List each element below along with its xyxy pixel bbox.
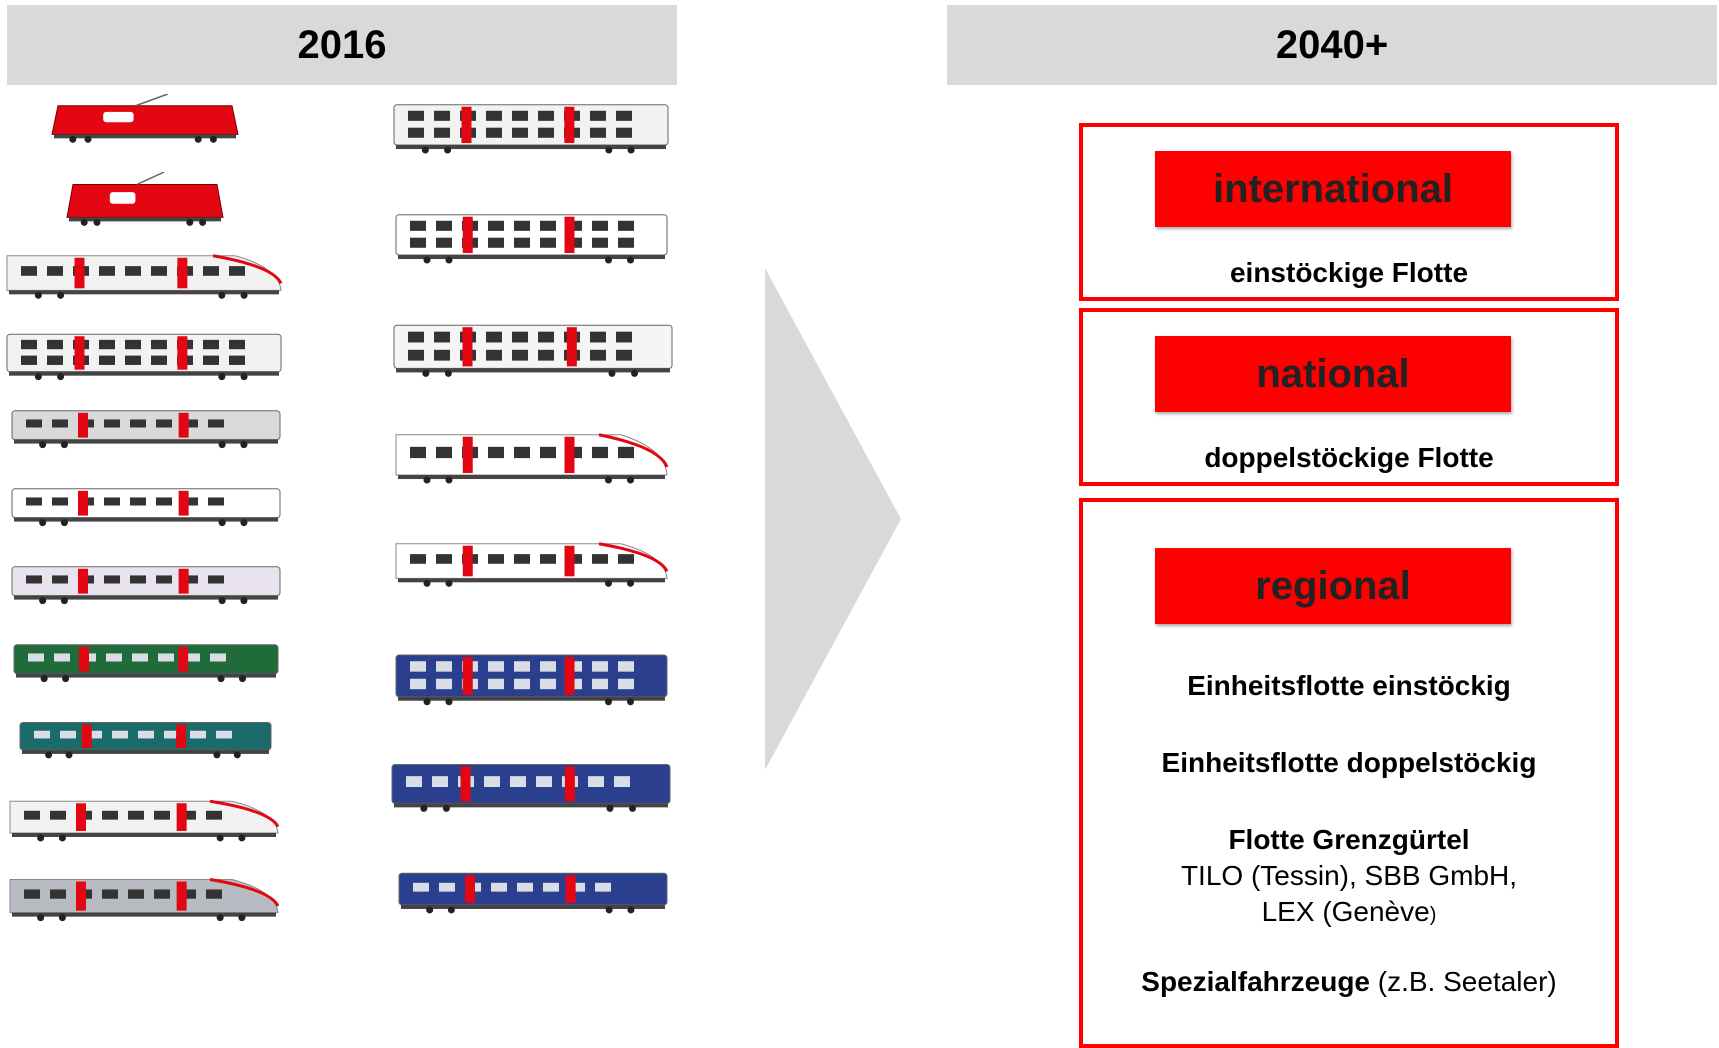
header-2016-label: 2016 — [297, 22, 387, 67]
header-2040: 2040+ — [947, 5, 1717, 85]
s-bahn-dpz-double-deck-icon — [395, 654, 668, 706]
ew-iv-coach-purple-icon — [11, 566, 281, 605]
international-label: international — [1155, 151, 1511, 227]
spezialfahrzeuge-rest: (z.B. Seetaler) — [1370, 966, 1557, 997]
flirt-regional-train-icon — [395, 433, 669, 484]
re44-locomotive-icon — [66, 172, 224, 226]
regional-label: regional — [1155, 548, 1511, 624]
national-label: national — [1155, 336, 1511, 412]
header-2040-label: 2040+ — [1275, 22, 1389, 67]
icn-tilting-train-icon — [6, 254, 283, 299]
twindexx-double-deck-train-icon — [6, 333, 282, 381]
international-caption: einstöckige Flotte — [1229, 257, 1469, 288]
fleet-2016-left-column — [0, 92, 290, 1038]
transition-arrow-icon — [765, 268, 901, 770]
spezialfahrzeuge-bold: Spezialfahrzeuge — [1141, 966, 1370, 997]
ew-iv-coach-grey-icon — [11, 410, 281, 449]
national-caption: doppelstöckige Flotte — [1204, 442, 1494, 473]
regional-line-einheitsflotte-einstoeckig: Einheitsflotte einstöckig — [1187, 670, 1511, 701]
ew-iv-coach-white-icon — [11, 488, 281, 527]
gtw-regional-train-icon — [395, 542, 669, 587]
regional-line-grenzguertel-detail-b: LEX (Genève) — [1083, 894, 1615, 933]
regional-line-grenzguertel-title: Flotte Grenzgürtel — [1228, 824, 1470, 855]
regio-dosto-double-deck-icon — [393, 104, 669, 154]
giruno-train-icon — [9, 878, 280, 922]
regional-line-spezialfahrzeuge: Spezialfahrzeuge (z.B. Seetaler) — [1083, 964, 1615, 1000]
international-box: international einstöckige Flotte — [1079, 123, 1619, 301]
grenzguertel-detail-b-text: LEX (Genève — [1261, 896, 1430, 927]
npz-regional-train-icon — [391, 763, 671, 812]
zurich-dosto-double-deck-icon — [395, 214, 668, 264]
regional-box: regional Einheitsflotte einstöckig Einhe… — [1079, 498, 1619, 1048]
blue-regional-coach-icon — [398, 872, 668, 914]
astoro-train-icon — [9, 799, 280, 842]
flirt-double-deck-icon — [393, 324, 673, 377]
header-2016: 2016 — [7, 5, 677, 85]
teal-regional-coach-icon — [19, 722, 272, 759]
arrow-shape — [765, 268, 901, 770]
regional-line-einheitsflotte-doppelstoeckig: Einheitsflotte doppelstöckig — [1161, 747, 1537, 778]
regional-line-grenzguertel-detail-a: TILO (Tessin), SBB GmbH, — [1180, 860, 1518, 891]
grenzguertel-detail-c-text: ) — [1429, 904, 1437, 926]
re460-locomotive-icon — [51, 94, 239, 143]
fleet-2016-right-column — [391, 92, 682, 1038]
green-coach-icon — [13, 644, 279, 683]
national-box: national doppelstöckige Flotte — [1079, 308, 1619, 486]
